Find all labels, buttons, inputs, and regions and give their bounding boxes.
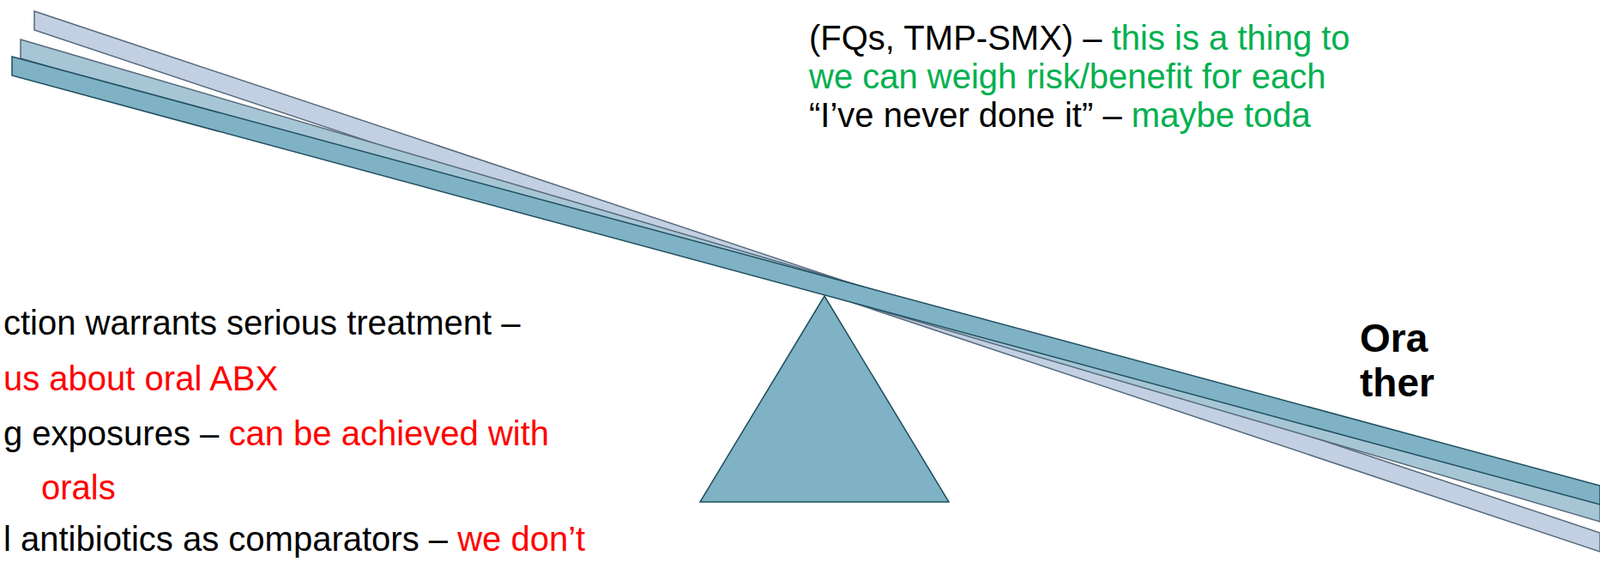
text-line: “I’ve never done it” –maybe toda xyxy=(809,96,1311,134)
text-line: we can weigh risk/benefit for each xyxy=(809,57,1327,96)
note-text: (FQs, TMP-SMX) – xyxy=(809,18,1102,57)
note-text: ction warrants serious treatment – xyxy=(3,303,520,342)
note-text: us about oral ABX xyxy=(3,359,278,398)
text-line: Ora xyxy=(1359,316,1428,360)
note-text: we don’t xyxy=(457,519,586,558)
note-text: this is a thing to xyxy=(1111,18,1351,57)
text-line: g exposures –can be achieved with xyxy=(3,414,550,453)
note-text: orals xyxy=(41,468,116,507)
text-line: orals xyxy=(41,468,116,507)
note-text: l antibiotics as comparators – xyxy=(3,519,448,558)
fulcrum-triangle xyxy=(700,295,949,502)
note-text: maybe toda xyxy=(1131,96,1311,134)
note-text: g exposures – xyxy=(3,414,219,453)
note-text: “I’ve never done it” – xyxy=(809,96,1123,134)
text-line: ther xyxy=(1359,361,1435,405)
note-text: can be achieved with xyxy=(228,414,550,453)
note-text: ther xyxy=(1359,360,1435,405)
text-line: us about oral ABX xyxy=(3,359,278,398)
note-text: Ora xyxy=(1359,315,1428,361)
text-line: ction warrants serious treatment – xyxy=(3,303,520,342)
note-text: we can weigh risk/benefit for each xyxy=(809,57,1327,96)
beam-layer xyxy=(12,56,1600,505)
text-line: l antibiotics as comparators –we don’t xyxy=(3,519,586,558)
text-line: (FQs, TMP-SMX) –this is a thing to xyxy=(809,18,1351,57)
